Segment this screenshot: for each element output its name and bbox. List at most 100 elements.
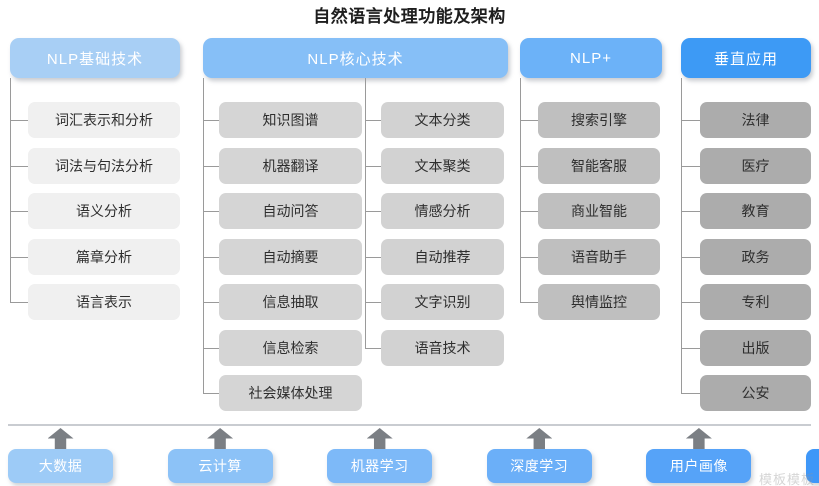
connector-spine-plus bbox=[520, 78, 521, 302]
node-vertical-6[interactable]: 公安 bbox=[700, 375, 811, 411]
node-label: 信息检索 bbox=[262, 339, 319, 356]
connector-spine-vertical bbox=[681, 78, 682, 393]
connector-spine-core-right bbox=[365, 78, 366, 348]
connector-stub-core-right-2 bbox=[365, 211, 381, 212]
connector-stub-basic-0 bbox=[10, 120, 28, 121]
node-basic-2[interactable]: 语义分析 bbox=[28, 193, 180, 229]
node-label: 舆情监控 bbox=[571, 294, 627, 310]
foundation-label: 用户画像 bbox=[669, 458, 728, 474]
node-core-right-5[interactable]: 语音技术 bbox=[381, 329, 504, 366]
node-label: 知识图谱 bbox=[262, 112, 319, 128]
up-arrow-icon-2 bbox=[366, 428, 393, 450]
foundation-box-4[interactable]: 用户画像 bbox=[646, 449, 752, 483]
foundation-box-3[interactable]: 深度学习 bbox=[486, 449, 592, 483]
node-core-right-3[interactable]: 自动推荐 bbox=[381, 238, 504, 275]
connector-stub-core-left-4 bbox=[203, 302, 219, 303]
connector-stub-vertical-0 bbox=[681, 120, 700, 121]
node-basic-1[interactable]: 词法与句法分析 bbox=[28, 147, 180, 184]
connector-stub-core-left-3 bbox=[203, 256, 219, 258]
foundation-box-1[interactable]: 云计算 bbox=[167, 449, 273, 483]
node-label: 医疗 bbox=[741, 157, 770, 174]
node-core-right-2[interactable]: 情感分析 bbox=[381, 193, 504, 229]
node-label: 自动推荐 bbox=[414, 248, 471, 265]
group-header-nlp-plus[interactable]: NLP+ bbox=[520, 38, 662, 78]
node-basic-3[interactable]: 篇章分析 bbox=[28, 238, 180, 275]
group-header-label: NLP基础技术 bbox=[46, 50, 144, 68]
node-plus-0[interactable]: 搜索引擎 bbox=[538, 102, 660, 138]
group-header-nlp-basic[interactable]: NLP基础技术 bbox=[10, 38, 180, 78]
connector-stub-plus-2 bbox=[520, 211, 538, 212]
connector-stub-core-left-2 bbox=[203, 211, 219, 212]
node-vertical-4[interactable]: 专利 bbox=[700, 284, 811, 320]
node-vertical-2[interactable]: 教育 bbox=[700, 193, 811, 229]
node-label: 专利 bbox=[741, 294, 770, 310]
node-plus-1[interactable]: 智能客服 bbox=[538, 147, 660, 184]
node-label: 智能客服 bbox=[571, 157, 627, 174]
node-label: 商业智能 bbox=[571, 203, 627, 219]
node-basic-0[interactable]: 词汇表示和分析 bbox=[28, 102, 180, 138]
node-vertical-3[interactable]: 政务 bbox=[700, 238, 811, 275]
group-header-vertical-application[interactable]: 垂直应用 bbox=[681, 38, 811, 78]
connector-stub-vertical-3 bbox=[681, 256, 700, 258]
connector-stub-vertical-6 bbox=[681, 393, 700, 394]
connector-stub-plus-3 bbox=[520, 256, 538, 258]
node-core-left-3[interactable]: 自动摘要 bbox=[219, 238, 362, 275]
node-core-left-0[interactable]: 知识图谱 bbox=[219, 102, 362, 138]
node-core-left-2[interactable]: 自动问答 bbox=[219, 193, 362, 229]
node-label: 机器翻译 bbox=[262, 157, 319, 174]
node-vertical-1[interactable]: 医疗 bbox=[700, 147, 811, 184]
foundation-label: 机器学习 bbox=[350, 458, 409, 474]
node-label: 语言表示 bbox=[76, 294, 132, 310]
connector-stub-vertical-4 bbox=[681, 302, 700, 303]
group-header-nlp-core[interactable]: NLP核心技术 bbox=[203, 38, 508, 78]
node-label: 文字识别 bbox=[414, 294, 471, 310]
node-plus-4[interactable]: 舆情监控 bbox=[538, 284, 660, 320]
node-label: 搜索引擎 bbox=[571, 112, 627, 128]
node-label: 社会媒体处理 bbox=[248, 385, 333, 401]
node-label: 语音助手 bbox=[571, 248, 627, 265]
node-label: 语音技术 bbox=[414, 339, 471, 356]
connector-stub-basic-2 bbox=[10, 211, 28, 212]
connector-spine-core-left bbox=[203, 78, 204, 393]
node-core-left-4[interactable]: 信息抽取 bbox=[219, 284, 362, 320]
node-core-left-1[interactable]: 机器翻译 bbox=[219, 147, 362, 184]
node-core-left-5[interactable]: 信息检索 bbox=[219, 329, 362, 366]
foundation-label: 大数据 bbox=[38, 458, 83, 474]
foundation-box-0[interactable]: 大数据 bbox=[8, 449, 113, 483]
connector-stub-core-right-1 bbox=[365, 165, 381, 167]
connector-stub-plus-0 bbox=[520, 120, 538, 121]
connector-stub-core-right-5 bbox=[365, 347, 381, 349]
node-label: 文本分类 bbox=[414, 112, 471, 128]
connector-stub-core-left-1 bbox=[203, 165, 219, 167]
node-label: 政务 bbox=[741, 248, 770, 265]
connector-stub-plus-4 bbox=[520, 302, 538, 303]
connector-stub-core-right-4 bbox=[365, 302, 381, 303]
connector-stub-vertical-1 bbox=[681, 165, 700, 167]
node-plus-3[interactable]: 语音助手 bbox=[538, 238, 660, 275]
connector-stub-core-left-6 bbox=[203, 393, 219, 394]
foundation-box-2[interactable]: 机器学习 bbox=[327, 449, 433, 483]
node-label: 出版 bbox=[741, 339, 770, 356]
node-core-right-0[interactable]: 文本分类 bbox=[381, 102, 504, 138]
node-label: 教育 bbox=[741, 203, 770, 219]
node-vertical-0[interactable]: 法律 bbox=[700, 102, 811, 138]
node-label: 词汇表示和分析 bbox=[55, 112, 153, 128]
node-core-left-6[interactable]: 社会媒体处理 bbox=[219, 375, 362, 411]
node-core-right-1[interactable]: 文本聚类 bbox=[381, 147, 504, 184]
group-header-label: NLP+ bbox=[570, 49, 612, 67]
node-core-right-4[interactable]: 文字识别 bbox=[381, 284, 504, 320]
node-label: 文本聚类 bbox=[414, 157, 471, 174]
connector-stub-core-left-0 bbox=[203, 120, 219, 121]
node-basic-4[interactable]: 语言表示 bbox=[28, 284, 180, 320]
up-arrow-icon-1 bbox=[207, 428, 234, 450]
connector-stub-core-right-0 bbox=[365, 120, 381, 121]
connector-stub-basic-1 bbox=[10, 165, 28, 167]
node-plus-2[interactable]: 商业智能 bbox=[538, 193, 660, 229]
node-vertical-5[interactable]: 出版 bbox=[700, 329, 811, 366]
node-label: 自动摘要 bbox=[262, 248, 319, 265]
foundation-label: 云计算 bbox=[198, 458, 242, 474]
foundation-box-5[interactable]: 领域知识 bbox=[806, 449, 819, 483]
up-arrow-icon-0 bbox=[47, 428, 74, 450]
node-label: 信息抽取 bbox=[262, 294, 319, 310]
